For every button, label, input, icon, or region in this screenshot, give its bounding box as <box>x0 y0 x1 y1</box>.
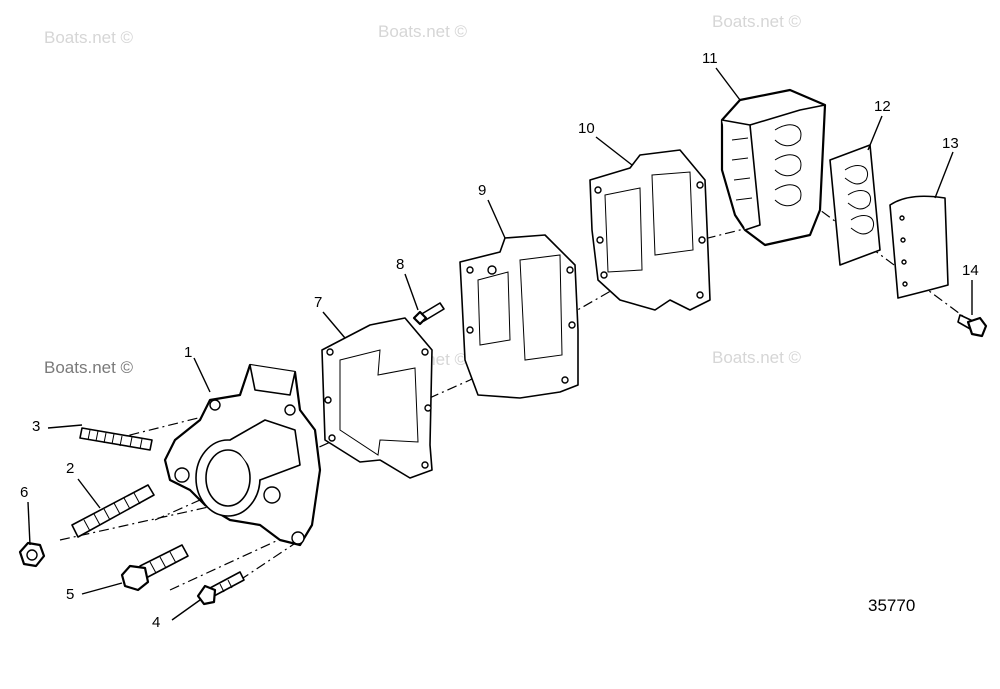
callout-1: 1 <box>184 344 193 361</box>
callout-4: 4 <box>152 614 161 631</box>
leader-line-6 <box>27 501 31 546</box>
callout-14: 14 <box>962 262 979 279</box>
reed-screw-part <box>957 314 988 338</box>
callout-2: 2 <box>66 460 75 477</box>
watermark: Boats.net © <box>44 28 134 47</box>
reed-block-part <box>720 88 827 247</box>
callout-12: 12 <box>874 98 891 115</box>
watermark: Boats.net © <box>712 348 802 367</box>
callout-11: 11 <box>702 50 718 67</box>
leader-line-4 <box>171 599 201 621</box>
reed-gasket-part <box>589 149 711 311</box>
cap-screw-part <box>120 544 189 592</box>
watermark: Boats.net © <box>712 12 802 31</box>
leader-line-11 <box>715 67 741 101</box>
leader-line-9 <box>487 199 506 239</box>
watermark: Boats.net © <box>378 22 468 41</box>
leader-line-2 <box>77 478 101 509</box>
watermark: Boats.net © <box>44 358 134 377</box>
callout-8: 8 <box>396 256 405 273</box>
callout-7: 7 <box>314 294 323 311</box>
spacer-plate-part <box>459 234 579 399</box>
assembly-axis-line <box>169 529 301 591</box>
diagram-code: 35770 <box>868 596 916 615</box>
leader-line-5 <box>81 582 123 595</box>
callout-13: 13 <box>942 135 959 152</box>
assembly-axis-line <box>239 539 301 581</box>
leader-line-12 <box>867 115 883 151</box>
callout-10: 10 <box>578 120 595 137</box>
gasket-part <box>321 317 433 479</box>
stud-part <box>71 484 155 538</box>
small-screw-part <box>412 302 445 326</box>
leader-line-8 <box>404 273 419 311</box>
callout-6: 6 <box>20 484 29 501</box>
leader-line-10 <box>595 136 633 166</box>
leader-line-1 <box>193 357 211 393</box>
adapter-housing-part <box>163 363 322 547</box>
leader-line-7 <box>322 311 346 339</box>
reed-petals-part <box>829 144 881 266</box>
nut-part <box>18 541 46 568</box>
bolt-part <box>196 571 245 606</box>
callout-9: 9 <box>478 182 487 199</box>
stop-plate-part <box>889 195 949 299</box>
leader-line-3 <box>47 424 83 429</box>
callout-5: 5 <box>66 586 75 603</box>
callout-3: 3 <box>32 418 41 435</box>
leader-line-13 <box>934 151 954 199</box>
long-stud-part <box>79 427 153 451</box>
